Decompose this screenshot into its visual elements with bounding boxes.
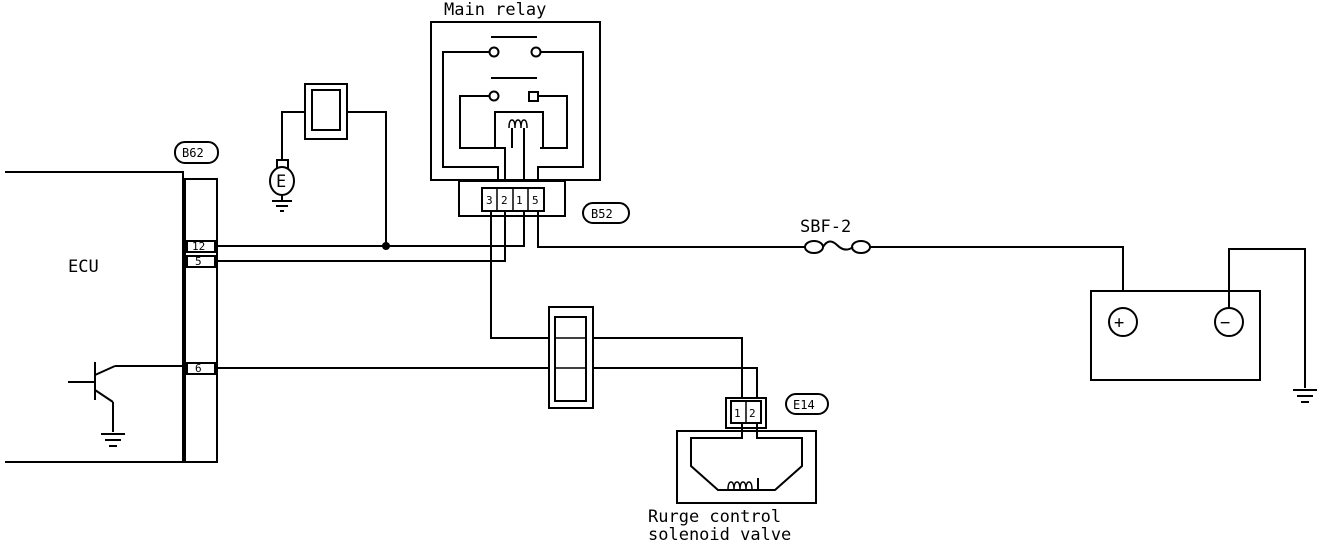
pin-b62-12: 12 bbox=[192, 240, 205, 253]
battery-plus-label: + bbox=[1114, 313, 1124, 333]
wire-junction bbox=[382, 242, 390, 250]
pin-b52-5: 5 bbox=[532, 194, 539, 207]
relay-coil-frame bbox=[494, 111, 544, 148]
pin-b62-5-cell bbox=[186, 255, 216, 268]
valve-label-line2: solenoid valve bbox=[648, 525, 791, 542]
relay-contact-2a bbox=[488, 90, 500, 102]
battery-plus-terminal bbox=[1108, 307, 1138, 337]
wire-fuse-battery bbox=[869, 246, 1124, 308]
relay-inner-wire-3 bbox=[442, 51, 499, 188]
connector-b52-tag bbox=[582, 202, 630, 224]
fuse-end-left bbox=[804, 240, 824, 254]
sensor-box-inner bbox=[311, 89, 341, 131]
ground-icon bbox=[101, 433, 125, 447]
relay-inner-wire-5 bbox=[537, 51, 584, 188]
connector-b62: 12 5 6 B62 bbox=[174, 141, 219, 463]
intermediate-connector bbox=[548, 306, 594, 409]
connector-b62-tag bbox=[174, 141, 219, 164]
fuse-link-icon bbox=[822, 240, 854, 251]
main-relay-label: Main relay bbox=[444, 0, 546, 20]
connector-e14-tag bbox=[785, 393, 829, 415]
wire-valve-pin2 bbox=[592, 367, 758, 398]
wire-valve-pin1 bbox=[592, 337, 743, 398]
connector-b62-body bbox=[184, 178, 218, 463]
transistor-icon bbox=[68, 362, 187, 432]
valve-body bbox=[676, 430, 817, 504]
pin-e14-2: 2 bbox=[749, 407, 756, 420]
pin-e14-1: 1 bbox=[734, 407, 741, 420]
pin-b52-1: 1 bbox=[516, 194, 523, 207]
wire-ecu-12-relay-1 bbox=[217, 211, 525, 247]
ground-icon-battery bbox=[1293, 389, 1317, 403]
fuse-sbf-2: SBF-2 bbox=[800, 217, 871, 254]
valve-label-line1: Rurge control bbox=[648, 507, 781, 527]
sensor-e-label: E bbox=[276, 172, 286, 192]
relay-inner-wire-switch2 bbox=[538, 95, 568, 149]
sensor-wire-left bbox=[281, 111, 305, 160]
relay-inner-wire-2 bbox=[459, 95, 506, 188]
pin-b62-6: 6 bbox=[195, 362, 202, 375]
wire-battery-ground bbox=[1228, 248, 1306, 388]
valve-coil-icon bbox=[727, 478, 759, 491]
wire-relay-5-fuse bbox=[537, 211, 805, 248]
pin-b52-3: 3 bbox=[486, 194, 493, 207]
main-relay: Main relay 3 2 1 5 B52 bbox=[430, 0, 630, 224]
main-relay-body bbox=[430, 21, 601, 181]
connector-b52-label: B52 bbox=[591, 207, 613, 221]
pin-b52-2: 2 bbox=[501, 194, 508, 207]
wire-relay-3-valve bbox=[490, 211, 552, 339]
ecu-label: ECU bbox=[68, 257, 99, 277]
pin-b62-12-cell bbox=[186, 240, 216, 253]
connector-b62-label: B62 bbox=[182, 146, 204, 160]
relay-coil-icon bbox=[508, 119, 528, 188]
battery: + − bbox=[1090, 248, 1317, 403]
connector-e14-label: E14 bbox=[793, 398, 815, 412]
intermediate-connector-body bbox=[554, 316, 587, 402]
relay-contact-2b bbox=[528, 91, 539, 102]
wire-ecu-5-relay-2 bbox=[217, 211, 506, 262]
pin-b62-5: 5 bbox=[195, 255, 202, 268]
ecu-outline bbox=[5, 171, 184, 463]
relay-contact-1b bbox=[530, 46, 542, 58]
sensor-wire-right bbox=[347, 111, 387, 246]
sensor-e: E bbox=[269, 83, 387, 246]
fuse-label: SBF-2 bbox=[800, 217, 851, 237]
relay-contact-1a bbox=[488, 46, 500, 58]
fuse-end-right bbox=[851, 240, 871, 254]
harness-wires bbox=[217, 211, 1124, 398]
ecu-unit: ECU bbox=[5, 171, 187, 463]
ground-icon-sensor bbox=[272, 200, 292, 212]
pin-b62-6-cell bbox=[186, 362, 216, 375]
purge-solenoid-valve: 1 2 E14 Rurge control solenoid valve bbox=[648, 393, 829, 545]
battery-minus-label: − bbox=[1220, 313, 1230, 333]
